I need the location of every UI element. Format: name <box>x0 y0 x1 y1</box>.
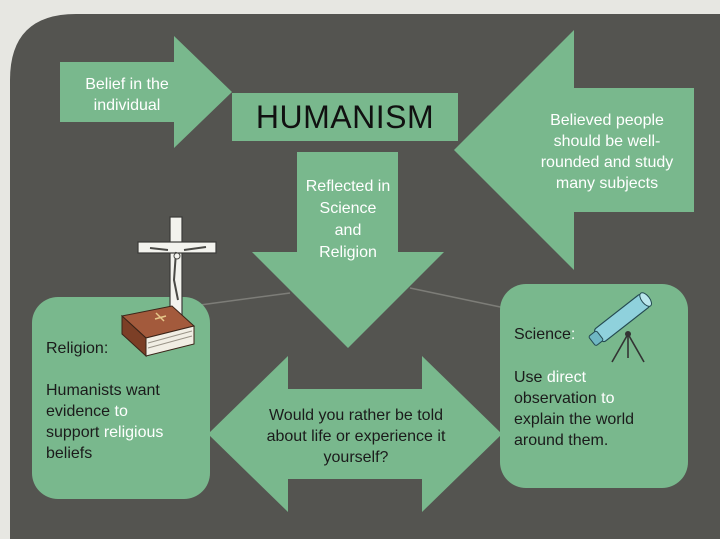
arrow-left-shape <box>60 36 232 148</box>
religion-text: Religion: Humanists want evidence to sup… <box>46 338 206 464</box>
telescope-icon <box>588 292 652 363</box>
crucifix-icon <box>137 216 217 322</box>
double-arrow-text: Would you rather be told about life or e… <box>266 407 446 466</box>
connector-line-left <box>199 292 291 306</box>
religion-line-3: support religious <box>46 424 164 441</box>
arrow-right-text: Believed people should be well-rounded a… <box>540 112 674 192</box>
science-line-3: explain the world <box>514 411 635 428</box>
arrow-down-shape <box>252 152 444 348</box>
religion-line-1: Humanists want <box>46 382 160 399</box>
diagram-title: HUMANISM <box>255 99 435 135</box>
arrow-right-shape <box>454 30 694 270</box>
science-line-1: Use direct <box>514 369 587 386</box>
connector-line-right <box>409 287 506 309</box>
double-arrow-shape <box>208 356 502 512</box>
title-box <box>232 93 458 141</box>
science-line-4: around them. <box>514 432 609 449</box>
arrow-down-text: Reflected in Science and Religion <box>305 178 391 261</box>
science-text: Use direct observation to explain the wo… <box>514 367 682 451</box>
bible-icon <box>120 305 196 358</box>
religion-heading: Religion: <box>46 340 109 357</box>
religion-line-4: beliefs <box>46 445 93 462</box>
science-line-2: observation to <box>514 390 615 407</box>
science-box <box>500 284 688 488</box>
religion-line-2: evidence to <box>46 403 128 420</box>
arrow-left-text: Belief in the individual <box>85 76 169 114</box>
science-heading: Science: <box>514 326 576 343</box>
